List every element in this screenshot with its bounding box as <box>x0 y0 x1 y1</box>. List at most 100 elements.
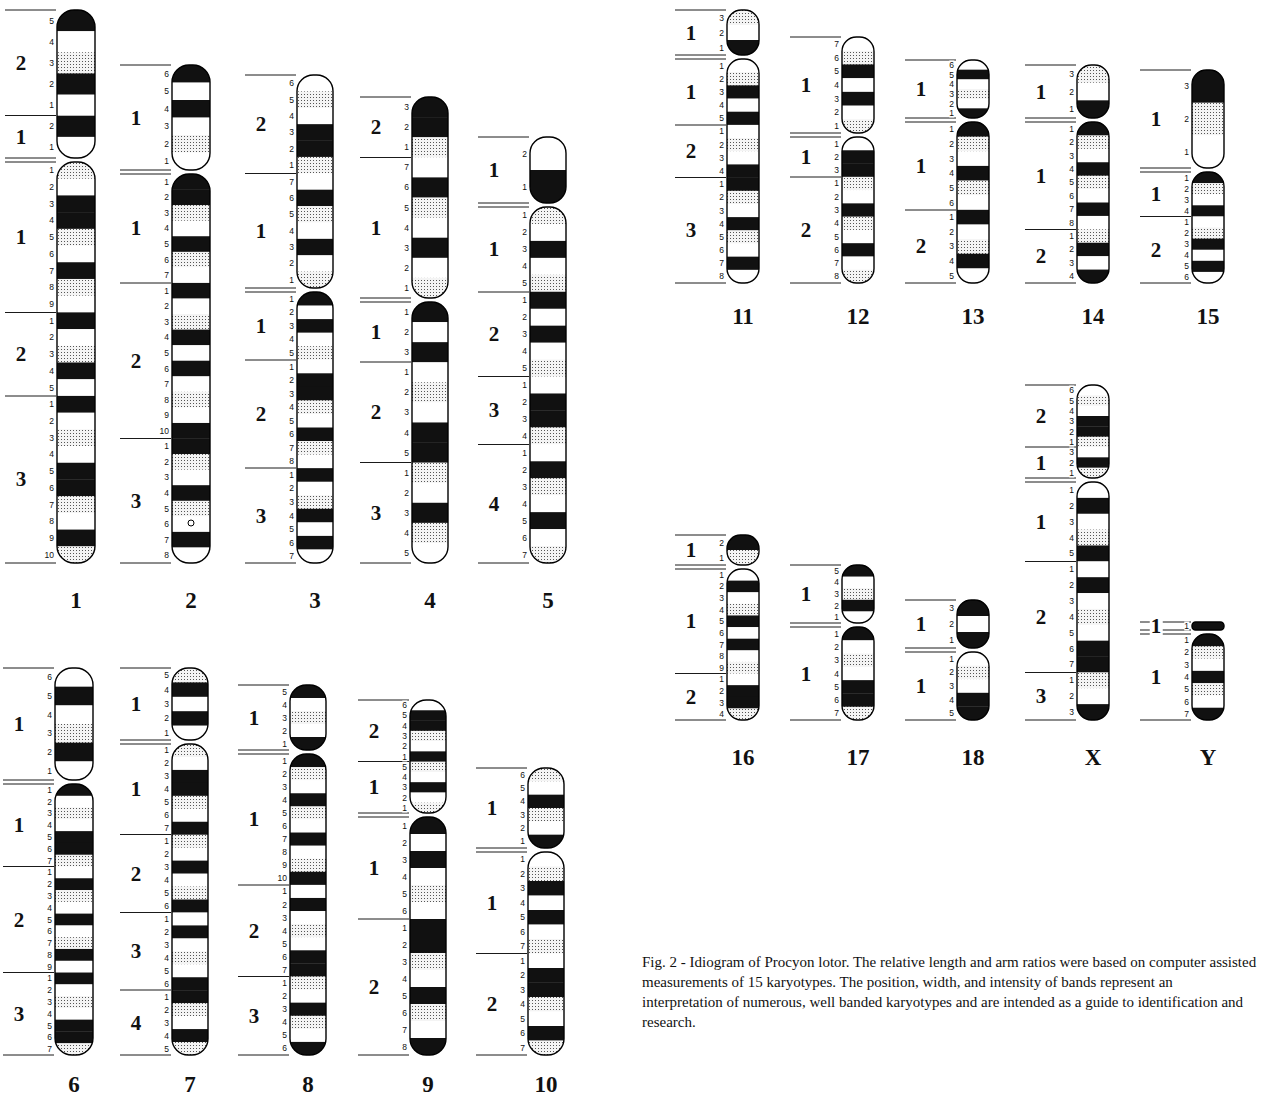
band-number: 9 <box>47 962 52 971</box>
band-number: 1 <box>949 213 954 222</box>
chromosome-band <box>957 99 989 109</box>
region-number: 2 <box>15 52 28 73</box>
region-tick <box>120 174 171 175</box>
band-number: 5 <box>47 833 52 842</box>
band-number: 5 <box>402 889 407 898</box>
chromosome-band <box>172 822 208 835</box>
band-number: 1 <box>834 139 839 148</box>
chromosome: 12 <box>842 37 874 329</box>
chromosome-band <box>1077 216 1109 230</box>
chromosome-band <box>410 868 446 885</box>
band-number: 3 <box>164 863 169 872</box>
chromosome-figure <box>245 75 333 563</box>
chromosome-band <box>55 925 93 937</box>
band-number: 6 <box>522 533 527 542</box>
band-number: 1 <box>164 286 169 295</box>
region-number: 1 <box>1150 667 1163 688</box>
band-number: 5 <box>289 210 294 219</box>
chromosome-band <box>842 680 874 694</box>
band-number: 4 <box>289 403 294 412</box>
chromosome-band <box>530 546 566 563</box>
region-number: 3 <box>488 400 501 421</box>
chromosome-band <box>172 809 208 822</box>
chromosome-band <box>55 937 93 949</box>
band-number: 1 <box>1069 485 1074 494</box>
band-number: 3 <box>719 206 724 215</box>
chromosome-band <box>727 99 759 112</box>
chromosome-band <box>297 387 333 401</box>
chromosome-number: 2 <box>185 589 197 613</box>
region-number: 1 <box>800 146 813 167</box>
region-number: 1 <box>800 75 813 96</box>
chromosome-band <box>530 393 566 410</box>
chromosome-band <box>1192 250 1224 261</box>
band-number: 4 <box>949 257 954 266</box>
chromosome-band <box>957 137 989 152</box>
band-number: 4 <box>49 450 54 459</box>
chromosome-band <box>1077 672 1109 688</box>
chromosome-band <box>1192 659 1224 672</box>
band-number: 4 <box>719 605 724 614</box>
band-number: 3 <box>719 153 724 162</box>
chromosome: 7 <box>172 668 208 1097</box>
chromosome-band <box>410 741 446 752</box>
chromosome-band <box>410 751 446 762</box>
chromosome-band <box>1077 468 1109 478</box>
chromosome-band <box>55 866 93 878</box>
chromosome-arm-outline <box>727 569 759 720</box>
band-number: 3 <box>289 128 294 137</box>
chromosome-band <box>727 178 759 191</box>
chromosome-band <box>172 547 210 563</box>
region-tick <box>790 37 841 38</box>
chromosome: 14 <box>1077 65 1109 329</box>
band-number: 8 <box>719 272 724 281</box>
chromosome-band <box>290 859 326 872</box>
band-number: 1 <box>522 211 527 220</box>
chromosome: 15 <box>1192 70 1224 329</box>
chromosome-band <box>412 218 448 238</box>
chromosome-band <box>290 819 326 832</box>
band-number: 7 <box>49 266 54 275</box>
chromosome-figure <box>238 685 326 1055</box>
chromosome-band <box>290 898 326 911</box>
chromosome-band <box>530 444 566 461</box>
band-number: 1 <box>1069 468 1074 477</box>
chromosome-arm-outline <box>957 652 989 720</box>
chromosome-band <box>957 195 989 210</box>
chromosome-band <box>530 258 566 275</box>
region-number: 1 <box>800 663 813 684</box>
chromosome-band <box>727 191 759 204</box>
band-number: 3 <box>404 508 409 517</box>
chromosome-band <box>172 757 208 770</box>
region-number: 2 <box>800 219 813 240</box>
chromosome-band <box>842 243 874 257</box>
chromosome-figure <box>675 535 759 720</box>
band-number: 2 <box>1069 458 1074 467</box>
region-tick <box>245 288 296 289</box>
chromosome-band <box>1077 270 1109 283</box>
band-number: 1 <box>289 362 294 371</box>
chromosome: 9 <box>410 700 446 1097</box>
band-number: 2 <box>404 263 409 272</box>
chromosome-band <box>57 346 95 363</box>
band-number: 2 <box>522 465 527 474</box>
chromosome-band <box>172 485 210 501</box>
region-tick <box>245 292 296 293</box>
chromosome-band <box>57 73 95 94</box>
band-number: 6 <box>834 245 839 254</box>
region-tick <box>675 720 726 721</box>
band-group <box>412 302 448 563</box>
chromosome-band <box>290 950 326 963</box>
chromosome-band <box>412 402 448 422</box>
chromosome-band <box>290 724 326 737</box>
band-number: 2 <box>520 824 525 833</box>
band-number: 6 <box>402 1008 407 1017</box>
chromosome-band <box>55 949 93 961</box>
band-number: 4 <box>49 216 54 225</box>
chromosome-band <box>172 236 210 252</box>
chromosome-number: 8 <box>302 1073 314 1097</box>
band-number: 3 <box>949 682 954 691</box>
chromosome-band <box>297 319 333 333</box>
chromosome-band <box>727 662 759 674</box>
chromosome-band <box>57 195 95 212</box>
